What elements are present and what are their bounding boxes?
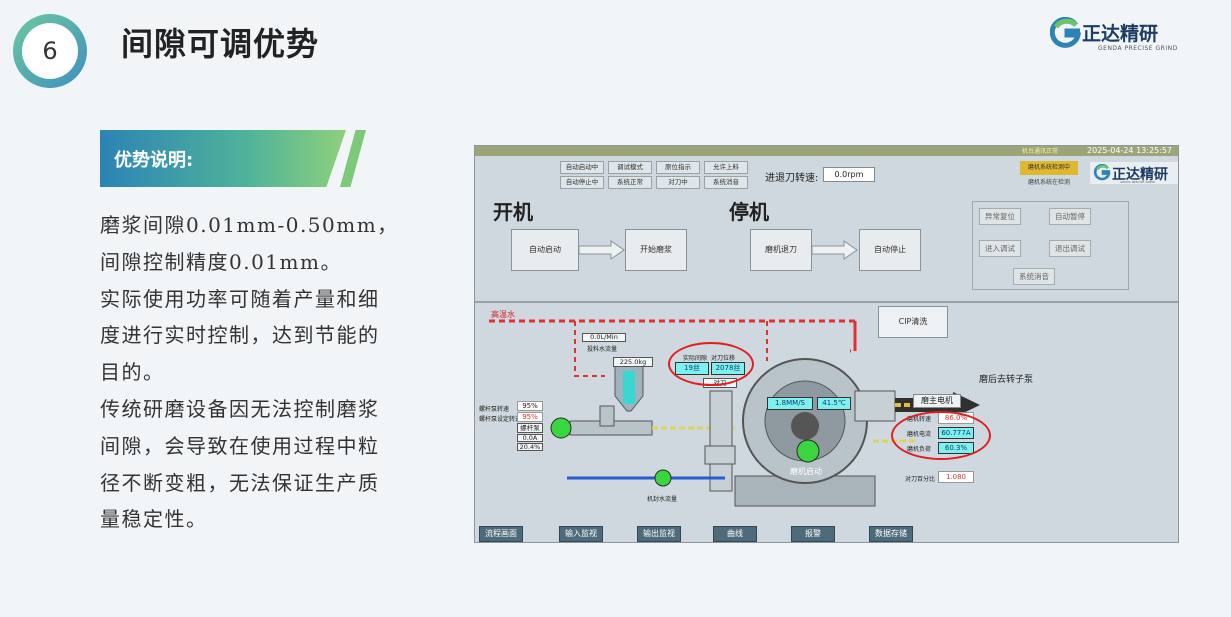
tab-curve[interactable]: 曲线	[713, 526, 757, 542]
system-mute-button[interactable]: 系统消音	[1013, 268, 1055, 285]
arrow-right-icon	[812, 240, 858, 260]
hmi-comm-status: 机台通讯正常	[1021, 148, 1058, 155]
screw-speed-value: 95%	[517, 401, 543, 411]
hopper-weight: 225.0kg	[613, 357, 653, 367]
screw-set-speed-value: 95%	[517, 412, 543, 422]
hmi-status-grid: 自动启动中 调试模式 原位指示 允许上料 自动停止中 系统正常 对刀中 系统消音	[560, 161, 748, 189]
temperature-value: 41.5℃	[817, 397, 851, 410]
description-paragraph: 磨浆间隙0.01mm-0.50mm，间隙控制精度0.01mm。	[100, 213, 399, 274]
logo-text: 正达精研	[1082, 23, 1159, 45]
tab-alarm[interactable]: 报警	[791, 526, 835, 542]
enter-debug-button[interactable]: 进入调试	[979, 240, 1021, 257]
page-title: 间隙可调优势	[121, 25, 320, 63]
hmi-topbar	[475, 146, 1178, 156]
control-side-panel: 异常复位 自动暂停 进入调试 退出调试 系统消音	[972, 201, 1129, 290]
fault-reset-button[interactable]: 异常复位	[979, 208, 1021, 225]
main-motor-title: 磨主电机	[913, 394, 961, 408]
description-paragraph: 传统研磨设备因无法控制磨浆间隙，会导致在使用过程中粒径不断变粗，无法保证生产质量…	[100, 396, 380, 532]
description-paragraph: 实际使用功率可随着产量和细度进行实时控制，达到节能的目的。	[100, 286, 380, 385]
grinder-start-label: 磨机启动	[790, 467, 822, 476]
gap-highlight-circle	[668, 342, 754, 386]
motor-highlight-circle	[891, 411, 991, 460]
tab-output-monitor[interactable]: 输出监视	[637, 526, 681, 542]
status-cell: 原位指示	[656, 161, 700, 174]
status-cell: 调试模式	[608, 161, 652, 174]
section-number: 6	[22, 23, 78, 79]
status-cell: 系统正常	[608, 176, 652, 189]
hmi-screenshot: 机台通讯正常 2025-04-24 13:25:57 自动启动中 调试模式 原位…	[474, 145, 1179, 543]
tab-input-monitor[interactable]: 输入监视	[559, 526, 603, 542]
outlet-label: 磨后去转子泵	[979, 375, 1034, 385]
status-cell: 自动启动中	[560, 161, 604, 174]
process-diagram	[489, 319, 980, 507]
arrow-right-icon	[579, 240, 625, 260]
hot-water-label: 高温水	[491, 310, 515, 319]
advantage-banner: 优势说明:	[100, 130, 366, 187]
feed-speed-label: 进退刀转速:	[765, 173, 819, 184]
advantage-banner-bar	[100, 130, 346, 187]
advantage-description: 磨浆间隙0.01mm-0.50mm，间隙控制精度0.01mm。 实际使用功率可随…	[100, 207, 400, 538]
hmi-logo-subtext: GENDA PRECISE GRIND	[1120, 180, 1156, 184]
feed-water-flow-label: 投料水流量	[587, 346, 618, 353]
feed-speed-input[interactable]: 0.0rpm	[823, 167, 875, 182]
advantage-label: 优势说明:	[114, 150, 194, 171]
tool-percent-label: 对刀百分比	[905, 476, 936, 483]
tool-percent-value: 1.080	[938, 471, 974, 483]
section-divider	[475, 301, 1178, 303]
status-cell: 允许上料	[704, 161, 748, 174]
feed-speed-value: 1.8MM/S	[767, 397, 813, 410]
retract-button[interactable]: 磨机退刀	[750, 229, 812, 271]
screw-set-speed-label: 螺杆泵设定转速	[479, 416, 522, 423]
screw-pump-current: 0.0A	[517, 434, 543, 442]
system-check-status: 磨机系统在检测	[1027, 179, 1070, 186]
screw-speed-label: 螺杆泵转速	[479, 406, 510, 413]
tab-data-storage[interactable]: 数据存储	[869, 526, 913, 542]
start-section-header: 开机	[493, 200, 533, 224]
system-check-indicator: 磨机系统检测中	[1020, 161, 1078, 175]
brand-logo: 正达精研 GENDA PRECISE GRIND	[1050, 15, 1190, 57]
auto-pause-button[interactable]: 自动暂停	[1049, 208, 1091, 225]
stop-section-header: 停机	[729, 200, 769, 224]
auto-start-button[interactable]: 自动启动	[511, 229, 579, 271]
feed-water-flow-value: 0.0L/Min	[582, 333, 626, 342]
logo-subtext: GENDA PRECISE GRIND	[1098, 45, 1178, 52]
screw-pump-label: 螺杆泵	[517, 423, 543, 433]
status-cell: 自动停止中	[560, 176, 604, 189]
genda-logo-icon	[1094, 164, 1111, 181]
hmi-logo: 正达精研 GENDA PRECISE GRIND	[1090, 162, 1178, 184]
cip-clean-button[interactable]: CIP清洗	[878, 306, 948, 338]
status-cell: 对刀中	[656, 176, 700, 189]
start-grind-button[interactable]: 开始磨浆	[625, 229, 687, 271]
seal-water-label: 机封水流量	[647, 496, 678, 503]
screw-pump-load: 20.4%	[517, 443, 543, 451]
auto-stop-button[interactable]: 自动停止	[859, 229, 921, 271]
section-number-badge: 6	[13, 14, 87, 88]
hmi-logo-text: 正达精研	[1112, 167, 1168, 183]
genda-logo-icon	[1050, 17, 1082, 48]
tab-process[interactable]: 流程画面	[479, 526, 523, 542]
advantage-banner-slash	[340, 130, 366, 187]
hmi-datetime: 2025-04-24 13:25:57	[1087, 146, 1172, 155]
status-cell: 系统消音	[704, 176, 748, 189]
exit-debug-button[interactable]: 退出调试	[1049, 240, 1091, 257]
